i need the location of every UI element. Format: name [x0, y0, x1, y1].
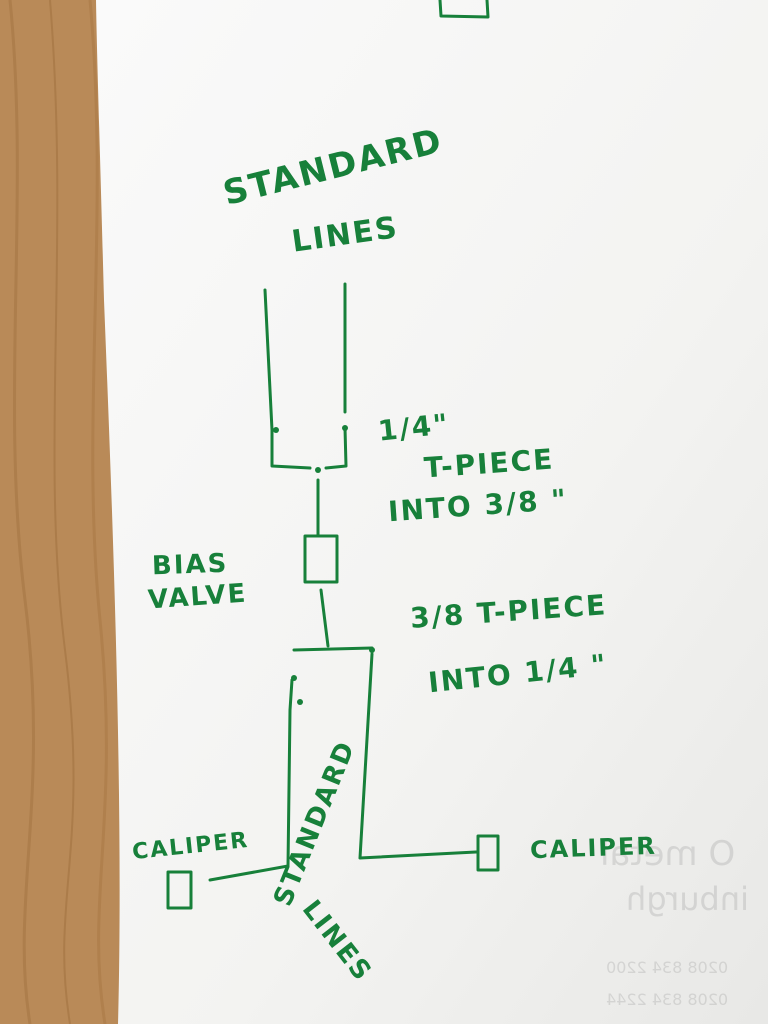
bleed-through-text: 0208 834 2244	[606, 990, 729, 1009]
valve-to-tee	[319, 588, 330, 648]
caliper-box-left	[166, 870, 193, 910]
bias-label: BIAS	[151, 548, 229, 582]
caliper-box-right	[476, 834, 500, 872]
valve-label: VALVE	[147, 578, 249, 616]
lower-line-right	[358, 652, 478, 860]
lower-line-left	[208, 678, 294, 882]
bias-valve-box	[303, 534, 339, 584]
bleed-through-text: inburgh	[626, 880, 749, 918]
three-eighths-tpiece	[292, 646, 374, 652]
bleed-through-text: 0208 834 2200	[606, 958, 729, 977]
caliper-label-right: CALIPER	[529, 831, 658, 865]
quarter-inch-label: 1/4"	[376, 407, 452, 448]
standard-line-left	[263, 288, 312, 470]
quarter-tpiece	[324, 426, 348, 470]
top-fragment-box	[438, 0, 490, 19]
